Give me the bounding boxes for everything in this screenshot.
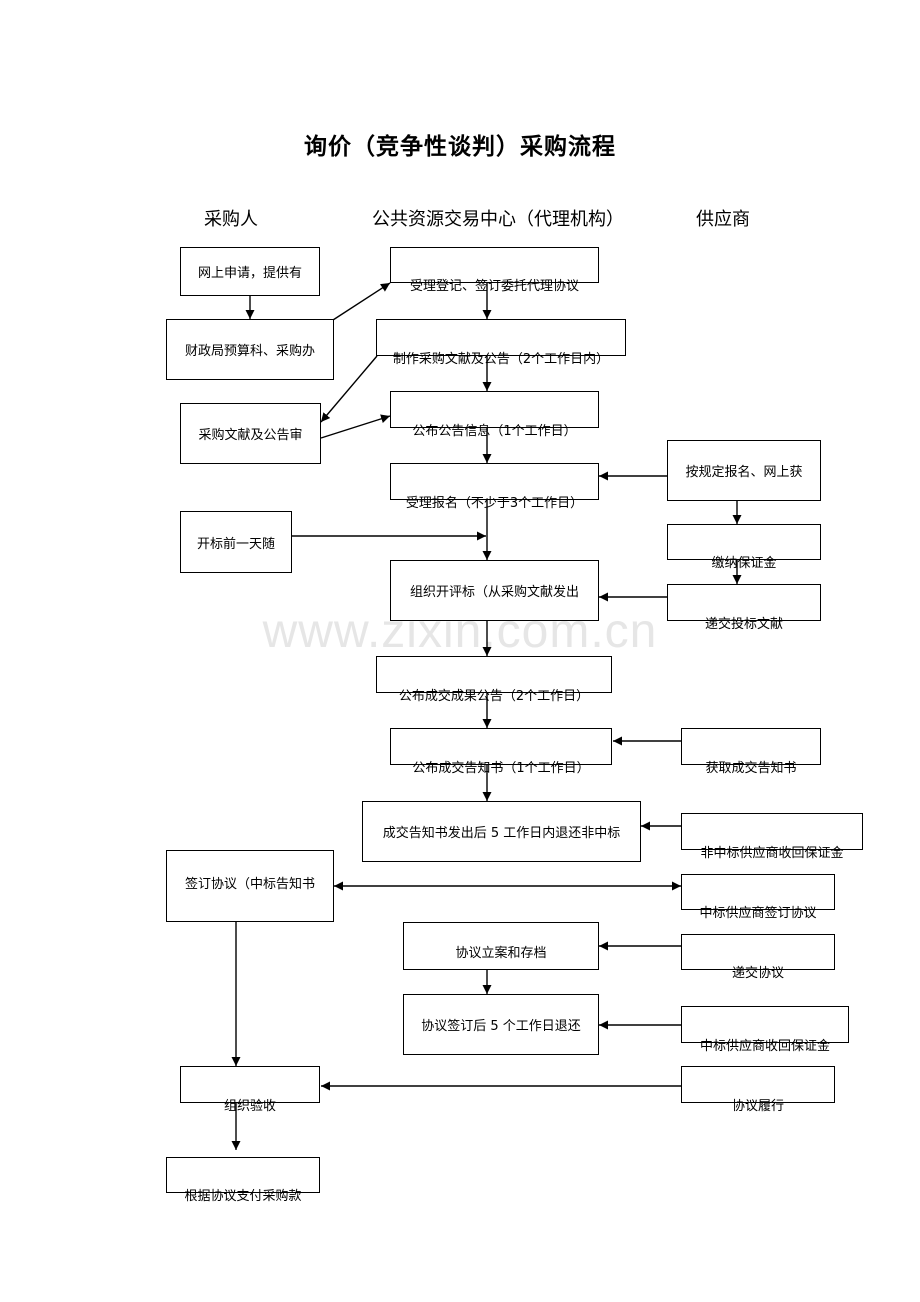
arrow-review-to-publish — [320, 414, 391, 439]
node-supplier-signup: 按规定报名、网上获 — [667, 440, 821, 501]
node-doc-review: 采购文献及公告审 — [180, 403, 321, 464]
arrow-makedocs-to-review — [320, 355, 378, 423]
node-accept-register: 受理登记、签订委托代理协议 — [390, 247, 599, 294]
node-make-docs: 制作采购文献及公告（2个工作日内） — [376, 319, 626, 367]
node-perform: 协议履行 — [681, 1066, 835, 1114]
page-title: 询价（竞争性谈判）采购流程 — [304, 134, 616, 160]
node-acceptance: 组织验收 — [180, 1066, 320, 1114]
column-header-purchaser: 采购人 — [204, 209, 258, 230]
node-payment: 根据协议支付采购款 — [166, 1157, 320, 1204]
node-publish-notice: 公布公告信息（1个工作日） — [390, 391, 599, 439]
node-archive: 协议立案和存档 — [403, 922, 599, 970]
column-header-supplier: 供应商 — [696, 209, 750, 230]
node-refund-deposit: 成交告知书发出后 5 工作日内退还非中标 — [362, 801, 641, 862]
node-refund-after-sign: 协议签订后 5 个工作日退还 — [403, 994, 599, 1055]
node-get-notice: 获取成交告知书 — [681, 728, 821, 776]
node-winner-refund: 中标供应商收回保证金 — [681, 1006, 849, 1054]
node-winner-sign: 中标供应商签订协议 — [681, 874, 835, 921]
node-accept-signup: 受理报名（不少于3个工作日） — [390, 463, 599, 511]
column-header-center: 公共资源交易中心（代理机构） — [372, 209, 624, 230]
node-organize-opening: 组织开评标（从采购文献发出 — [390, 560, 599, 621]
node-nonwinner-refund: 非中标供应商收回保证金 — [681, 813, 863, 861]
node-pay-deposit: 缴纳保证金 — [667, 524, 821, 571]
node-publish-result: 公布成交成果公告（2个工作日） — [376, 656, 612, 704]
node-finance-bureau: 财政局预算科、采购办 — [166, 319, 334, 380]
node-online-apply: 网上申请，提供有 — [180, 247, 320, 296]
node-sign-agreement: 签订协议（中标告知书 — [166, 850, 334, 922]
arrow-finance-to-register — [332, 282, 391, 321]
node-publish-notice-letter: 公布成交告知书（1个工作日） — [390, 728, 612, 776]
node-day-before-opening: 开标前一天随 — [180, 511, 292, 573]
node-submit-agreement: 递交协议 — [681, 934, 835, 981]
node-submit-bid: 递交投标文献 — [667, 584, 821, 632]
